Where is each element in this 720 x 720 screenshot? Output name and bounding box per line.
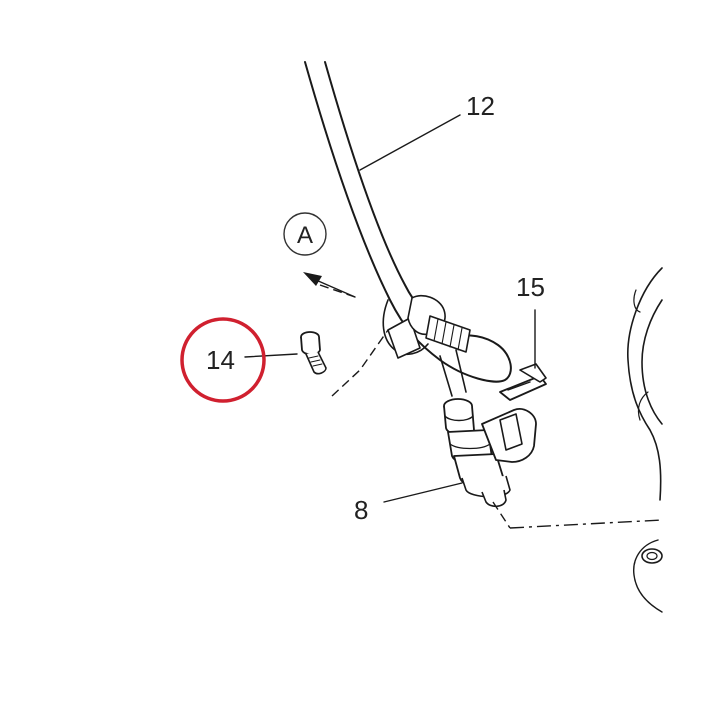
retaining-clip [499, 363, 547, 401]
fuel-injector [443, 398, 537, 508]
fuel-hose [304, 61, 512, 397]
engine-casting-outline [627, 267, 663, 613]
mounting-screw [300, 331, 327, 375]
view-a-arrow [303, 272, 356, 298]
view-ref-label: A [297, 222, 313, 249]
callout-screw-number: 14 [206, 345, 235, 375]
callout-hose-number: 12 [466, 91, 495, 121]
leader-lines [244, 114, 536, 503]
highlight-circle [180, 317, 266, 403]
view-ref-circle [283, 212, 327, 256]
callout-clip-number: 15 [516, 272, 545, 302]
callout-injector-number: 8 [354, 495, 368, 525]
